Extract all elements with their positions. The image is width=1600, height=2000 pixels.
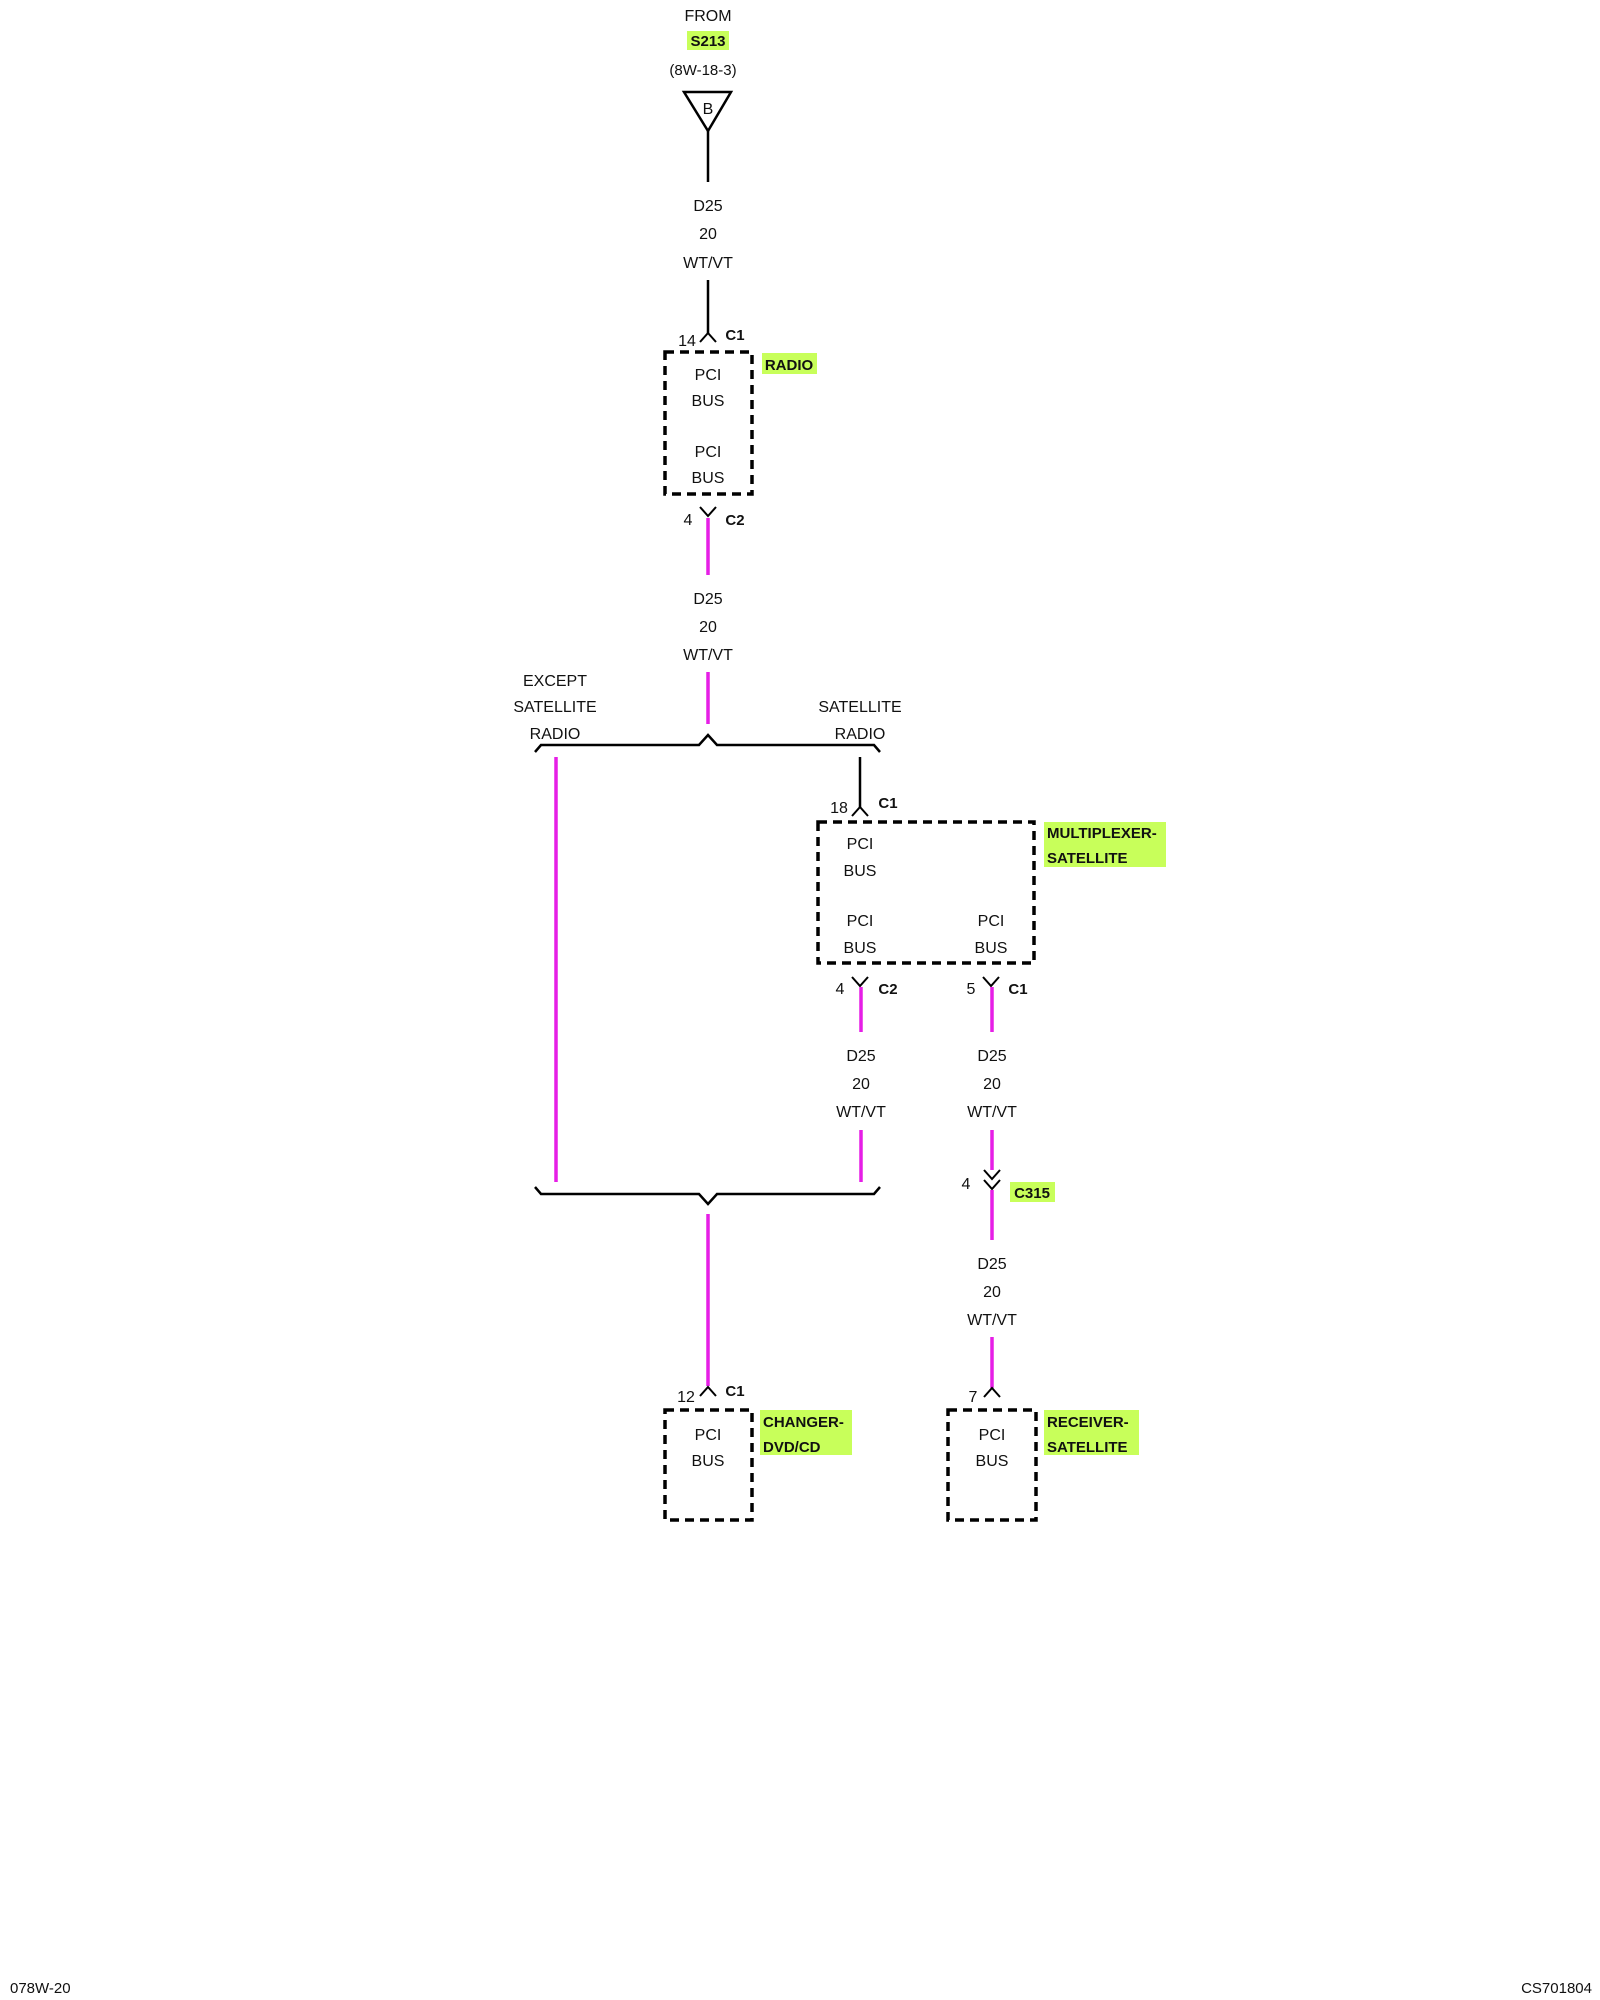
page-code: 078W-20 xyxy=(10,1980,71,1997)
c315-connector-icon xyxy=(983,1179,1001,1191)
multiplexer-pin-out-left: 4 xyxy=(836,981,845,998)
multiplexer-pci-label: PCI xyxy=(978,913,1005,930)
radio-pin-out: 4 xyxy=(684,512,693,529)
branch-except-line3: RADIO xyxy=(530,726,581,743)
changer-pci-label: PCI xyxy=(695,1427,722,1444)
branch-except-line1: EXCEPT xyxy=(523,673,587,690)
wire-gauge-label: 20 xyxy=(699,226,717,243)
branch-brace-upper xyxy=(534,733,881,753)
multiplexer-connector-out-left: C2 xyxy=(878,981,897,998)
multiplexer-name-line1[interactable]: MULTIPLEXER- xyxy=(1047,825,1157,842)
changer-c1-connector-icon xyxy=(699,1385,717,1397)
multiplexer-pci-label: PCI xyxy=(847,836,874,853)
splice-highlight xyxy=(687,31,729,50)
radio-pci-label: PCI xyxy=(695,367,722,384)
c315-pin: 4 xyxy=(962,1176,971,1193)
wire-color-label: WT/VT xyxy=(683,647,733,664)
receiver-connector-icon xyxy=(983,1386,1001,1398)
c315-highlight xyxy=(1010,1182,1055,1202)
branch-satellite-line2: RADIO xyxy=(835,726,886,743)
wire-color-label: WT/VT xyxy=(683,255,733,272)
multiplexer-connector-in: C1 xyxy=(878,795,897,812)
radio-connector-in: C1 xyxy=(725,327,744,344)
splice-connector-icon xyxy=(681,90,734,134)
multiplexer-pci-label: PCI xyxy=(847,913,874,930)
wire-gauge-label: 20 xyxy=(983,1284,1001,1301)
receiver-pci-label: PCI xyxy=(979,1427,1006,1444)
wire-gauge-label: 20 xyxy=(983,1076,1001,1093)
receiver-bus-label: BUS xyxy=(976,1453,1009,1470)
multiplexer-bus-label: BUS xyxy=(844,863,877,880)
multiplexer-name-highlight xyxy=(1044,822,1166,867)
changer-component-box[interactable] xyxy=(663,1408,754,1522)
multiplexer-c1-connector-icon xyxy=(851,805,869,817)
receiver-name-highlight xyxy=(1044,1410,1139,1455)
wire-gauge-label: 20 xyxy=(699,619,717,636)
radio-pci-label: PCI xyxy=(695,444,722,461)
radio-name-highlight xyxy=(762,353,817,374)
multiplexer-bus-label: BUS xyxy=(975,940,1008,957)
wire-gauge-label: 20 xyxy=(852,1076,870,1093)
multiplexer-c2-connector-icon xyxy=(851,976,869,988)
changer-name-highlight xyxy=(760,1410,852,1455)
receiver-pin: 7 xyxy=(969,1389,978,1406)
wire-circuit-label: D25 xyxy=(977,1048,1006,1065)
radio-bus-label: BUS xyxy=(692,393,725,410)
splice-connector-letter: B xyxy=(703,101,714,118)
from-label: FROM xyxy=(684,8,731,25)
wire-circuit-label: D25 xyxy=(693,198,722,215)
multiplexer-pin-out-right: 5 xyxy=(967,981,976,998)
branch-brace-lower xyxy=(534,1186,881,1206)
radio-c2-connector-icon xyxy=(699,506,717,518)
receiver-component-box[interactable] xyxy=(946,1408,1038,1522)
wire-circuit-label: D25 xyxy=(846,1048,875,1065)
radio-component-box[interactable] xyxy=(663,350,754,496)
wire-circuit-label: D25 xyxy=(977,1256,1006,1273)
multiplexer-name-line2[interactable]: SATELLITE xyxy=(1047,850,1128,867)
receiver-name-line1[interactable]: RECEIVER- xyxy=(1047,1414,1129,1431)
radio-name[interactable]: RADIO xyxy=(765,357,814,374)
changer-name-line2[interactable]: DVD/CD xyxy=(763,1439,821,1456)
changer-bus-label: BUS xyxy=(692,1453,725,1470)
changer-name-line1[interactable]: CHANGER- xyxy=(763,1414,844,1431)
receiver-name-line2[interactable]: SATELLITE xyxy=(1047,1439,1128,1456)
multiplexer-bus-label: BUS xyxy=(844,940,877,957)
splice-name[interactable]: S213 xyxy=(690,33,725,50)
c315-name[interactable]: C315 xyxy=(1014,1185,1050,1202)
multiplexer-connector-out-right: C1 xyxy=(1008,981,1027,998)
branch-except-line2: SATELLITE xyxy=(513,699,596,716)
wire-circuit-label: D25 xyxy=(693,591,722,608)
multiplexer-component-box[interactable] xyxy=(816,820,1036,965)
wire-color-label: WT/VT xyxy=(967,1104,1017,1121)
changer-connector: C1 xyxy=(725,1383,744,1400)
multiplexer-c1-out-connector-icon xyxy=(982,976,1000,988)
figure-id: CS701804 xyxy=(1521,1980,1592,1997)
radio-c1-connector-icon xyxy=(699,331,717,343)
radio-connector-out: C2 xyxy=(725,512,744,529)
radio-bus-label: BUS xyxy=(692,470,725,487)
splice-reference-link[interactable]: (8W-18-3) xyxy=(669,62,736,79)
branch-satellite-line1: SATELLITE xyxy=(818,699,901,716)
c315-connector-icon xyxy=(983,1169,1001,1181)
wire-color-label: WT/VT xyxy=(967,1312,1017,1329)
wire-color-label: WT/VT xyxy=(836,1104,886,1121)
multiplexer-pin-in: 18 xyxy=(830,800,848,817)
changer-pin: 12 xyxy=(677,1389,695,1406)
radio-pin-in: 14 xyxy=(678,333,696,350)
